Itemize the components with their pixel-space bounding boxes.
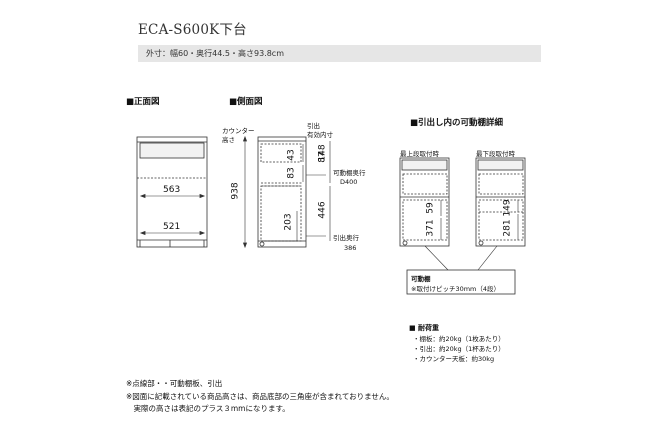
shelf-depth-label: 可動棚奥行 (333, 169, 366, 177)
note-plus-3mm: 実際の高さは表記のプラス３mmになります。 (126, 404, 290, 413)
callout-box (406, 269, 516, 295)
detail-bottom-counter (477, 159, 524, 171)
side-view (242, 135, 331, 249)
counter-height-label: カウンター 高さ (222, 127, 255, 144)
side-dim-938: 938 (230, 182, 241, 200)
load-item-2: ・引出：約20kg（1杯あたり） (413, 345, 505, 353)
note-dotted: ※点線部・・可動棚板、引出 (126, 379, 223, 388)
load-item-1: ・棚板：約20kg（1枚あたり） (413, 335, 505, 343)
side-dim-87: 87 (317, 151, 328, 163)
shelf-depth-value: D400 (340, 178, 358, 186)
detail-view-heading: ■引出し内の可動棚詳細 (410, 118, 504, 128)
detail-bottom-outline (475, 157, 526, 247)
detail-bottom-caster (478, 240, 484, 246)
side-outline (257, 136, 307, 248)
detail-dim-59: 59 (425, 202, 436, 214)
detail-bottom-leader (477, 245, 498, 271)
front-dim-521-arrow-r (199, 230, 206, 236)
detail-bottom-drawer (478, 199, 524, 241)
detail-top-drawer (402, 199, 448, 241)
front-dim-563: 563 (163, 185, 181, 195)
load-item-3: ・カウンター天板：約30kg (413, 355, 495, 363)
detail-dim-149: 149 (502, 199, 513, 217)
detail-top-outline (399, 157, 450, 247)
top-position-label: 最上段取付時 (400, 150, 439, 158)
drawer-inner-label: 引出 有効内寸 (307, 122, 333, 139)
front-view-heading: ■正面図 (126, 97, 160, 107)
side-dim-83: 83 (286, 167, 297, 179)
detail-dim-281: 281 (502, 219, 513, 237)
note-height: ※図面に記載されている商品高さは、商品底部の三角座が含まれておりません。 (126, 392, 394, 401)
side-counter-drawer (260, 143, 302, 163)
drawer-depth-value: 386 (344, 244, 357, 252)
side-dim-446: 446 (317, 201, 328, 219)
detail-top-view (399, 157, 450, 271)
detail-top-leader (424, 245, 449, 271)
spec-text: 外寸：幅60・奥行44.5・高さ93.8cm (146, 49, 284, 58)
front-counter-drawer (139, 142, 205, 159)
front-dim-521-arrow-l (139, 230, 146, 236)
load-heading: ■ 耐荷重 (409, 324, 440, 332)
front-dim-563-arrow-l (139, 193, 146, 199)
front-view (136, 136, 208, 248)
side-dim-43: 43 (286, 149, 297, 161)
callout-text: ※取付けピッチ30mm（4段） (411, 285, 501, 293)
side-view-heading: ■側面図 (229, 97, 263, 107)
page-title: ECA-S600K下台 (138, 22, 247, 38)
detail-dim-371: 371 (425, 219, 436, 237)
side-lower-drawer (260, 185, 302, 242)
detail-bottom-view (475, 157, 526, 271)
detail-top-caster (402, 240, 408, 246)
side-dim-203: 203 (283, 213, 294, 231)
front-dim-563-arrow-r (199, 193, 206, 199)
drawer-depth-label: 引出奥行 (333, 234, 359, 242)
callout-title: 可動棚 (411, 275, 431, 283)
bottom-position-label: 最下段取付時 (476, 150, 515, 158)
side-dim-938-arrow-b (242, 242, 248, 249)
spec-bar (138, 45, 541, 62)
side-caster (259, 241, 265, 247)
front-dim-521: 521 (163, 222, 181, 232)
front-outline (136, 136, 208, 248)
detail-top-counter (401, 159, 448, 171)
detail-bottom-shelf (478, 173, 524, 195)
detail-top-shelf (402, 173, 448, 195)
side-dim-938-arrow-t (242, 135, 248, 142)
